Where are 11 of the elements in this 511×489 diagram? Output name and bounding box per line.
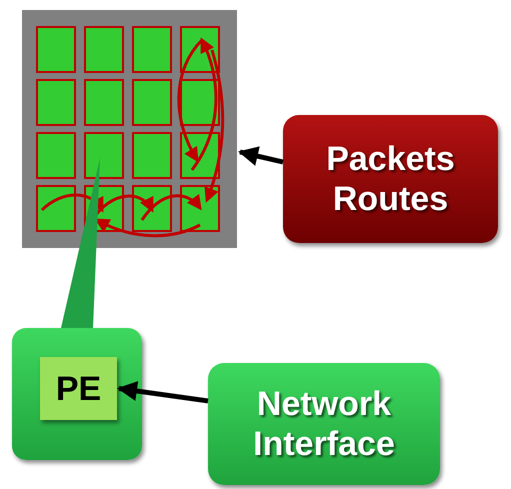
processing-element-box [40,357,117,420]
tile-box [12,328,142,460]
mesh-network-drawing [22,10,237,248]
arrow [238,146,284,166]
label-text: Packets Routes [325,139,456,219]
label-text: PE [56,368,102,408]
arrow [117,381,208,404]
callout-box [208,363,440,485]
callout-pointer [61,158,100,328]
callout-box [283,115,498,243]
label-text: Network Interface [252,384,396,464]
